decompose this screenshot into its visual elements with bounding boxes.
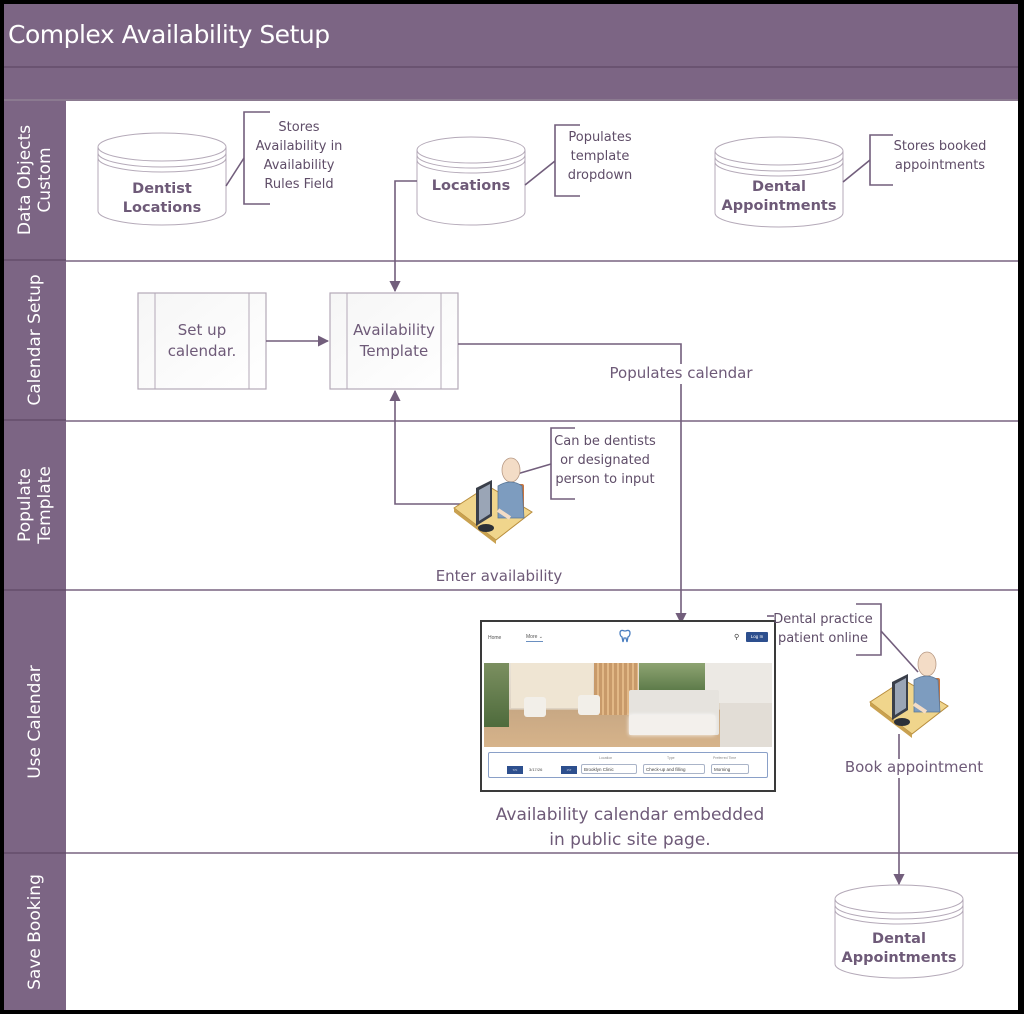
note-line: or designated: [560, 453, 650, 468]
person-at-computer-icon: [453, 457, 533, 544]
lane-label-calendar-setup: Calendar Setup: [4, 261, 66, 421]
process-label-availability-template: Availability Template: [347, 320, 441, 362]
note-line: Populates: [568, 130, 632, 145]
annotation-bracket: [767, 603, 919, 673]
annotation-bracket: [516, 427, 575, 500]
person-at-computer-icon: [869, 651, 949, 738]
header-strip: [4, 68, 1018, 101]
process-setup-calendar[interactable]: [137, 292, 267, 390]
label-line: Template: [359, 342, 429, 360]
label-line: Locations: [431, 178, 511, 194]
current-date: 3/17/26: [529, 767, 543, 772]
datastore-dentist-locations: [97, 132, 227, 226]
site-nav: Home More ⌄ ⚲ Log In: [482, 622, 774, 662]
note-line: template: [570, 149, 630, 164]
process-label-setup-calendar: Set up calendar.: [155, 320, 249, 362]
note-book-appointment: Dental practice patient online: [770, 610, 876, 648]
datastore-label-locations: Locations: [417, 177, 525, 196]
location-label: Location: [599, 756, 613, 760]
site-nav-more[interactable]: More ⌄: [526, 634, 543, 642]
label-line: Appointments: [721, 198, 837, 214]
lane-label-use-calendar: Use Calendar: [4, 591, 66, 854]
label-line: calendar.: [167, 342, 237, 360]
connector-locations-to-template: [389, 180, 417, 293]
embedded-site-caption: Availability calendar embedded in public…: [450, 803, 810, 853]
site-nav-home[interactable]: Home: [488, 635, 502, 641]
availability-search-bar: << 3/17/26 >> Location Brooklyn Clinic T…: [488, 752, 768, 778]
datastore-label-dentist-locations: Dentist Locations: [98, 180, 226, 218]
title-bar: Complex Availability Setup: [4, 4, 1018, 68]
label-line: Availability: [353, 321, 435, 339]
label-line: Dentist: [132, 181, 192, 197]
connector-template-to-calendar: [458, 343, 687, 625]
datastore-locations: [416, 136, 526, 226]
connector-label-populates-calendar: Populates calendar: [600, 364, 762, 383]
annotation-bracket: [225, 111, 270, 205]
note-line: Stores: [278, 120, 320, 135]
note-line: Stores booked: [893, 139, 987, 154]
note-line: Rules Field: [264, 177, 334, 192]
label-line: Locations: [122, 200, 202, 216]
lane-label-save-booking: Save Booking: [4, 854, 66, 1010]
label-line: Set up: [177, 321, 227, 339]
type-label: Type: [667, 756, 675, 760]
embedded-site-screenshot: Home More ⌄ ⚲ Log In << 3/17/26 >> Locat…: [480, 620, 776, 792]
process-availability-template[interactable]: [329, 292, 459, 390]
caption-line: in public site page.: [549, 830, 711, 850]
site-login-button[interactable]: Log In: [746, 632, 768, 642]
datastore-label-dental-appointments-save: Dental Appointments: [835, 930, 963, 968]
note-enter-availability: Can be dentists or designated person to …: [549, 432, 661, 489]
datastore-dental-appointments-save: [834, 884, 964, 979]
time-label: Preferred Time: [713, 756, 737, 760]
lane-divider: [66, 852, 1018, 854]
site-search-icon[interactable]: ⚲: [734, 634, 740, 641]
note-line: person to input: [555, 472, 655, 487]
lane-divider: [66, 260, 1018, 262]
annotation-bracket: [524, 124, 580, 197]
actor-label-enter-availability: Enter availability: [435, 567, 563, 585]
annotation-bracket: [842, 134, 893, 186]
label-line: Dental: [872, 931, 926, 947]
next-date-button[interactable]: >>: [561, 766, 577, 774]
type-select[interactable]: Check-up and filling: [643, 764, 705, 774]
lane-divider: [66, 420, 1018, 422]
location-select[interactable]: Brooklyn Clinic: [581, 764, 637, 774]
diagram-canvas: [97, 111, 964, 979]
site-hero-image: [484, 663, 772, 747]
label-line: Appointments: [841, 950, 957, 966]
diagram-title: Complex Availability Setup: [8, 20, 330, 49]
label-line: Dental: [752, 179, 806, 195]
note-dental-appointments: Stores booked appointments: [876, 137, 1004, 175]
note-line: dropdown: [567, 168, 633, 183]
note-line: Dental practice: [773, 612, 873, 627]
time-select[interactable]: Morning: [711, 764, 749, 774]
lane-divider: [66, 589, 1018, 591]
note-line: patient online: [777, 631, 869, 646]
datastore-dental-appointments: [714, 136, 844, 228]
note-line: Availability: [263, 158, 335, 173]
note-line: Availability in: [255, 139, 343, 154]
caption-line: Availability calendar embedded: [495, 805, 765, 825]
connector-actor-to-template: [389, 389, 472, 505]
note-locations: Populates template dropdown: [559, 128, 641, 185]
note-line: appointments: [894, 158, 986, 173]
datastore-label-dental-appointments: Dental Appointments: [715, 178, 843, 216]
tooth-logo-icon: [619, 629, 631, 643]
note-dentist-locations: Stores Availability in Availability Rule…: [250, 118, 348, 194]
actor-label-book-appointment: Book appointment: [844, 758, 984, 776]
note-line: Can be dentists: [554, 434, 656, 449]
prev-date-button[interactable]: <<: [507, 766, 523, 774]
